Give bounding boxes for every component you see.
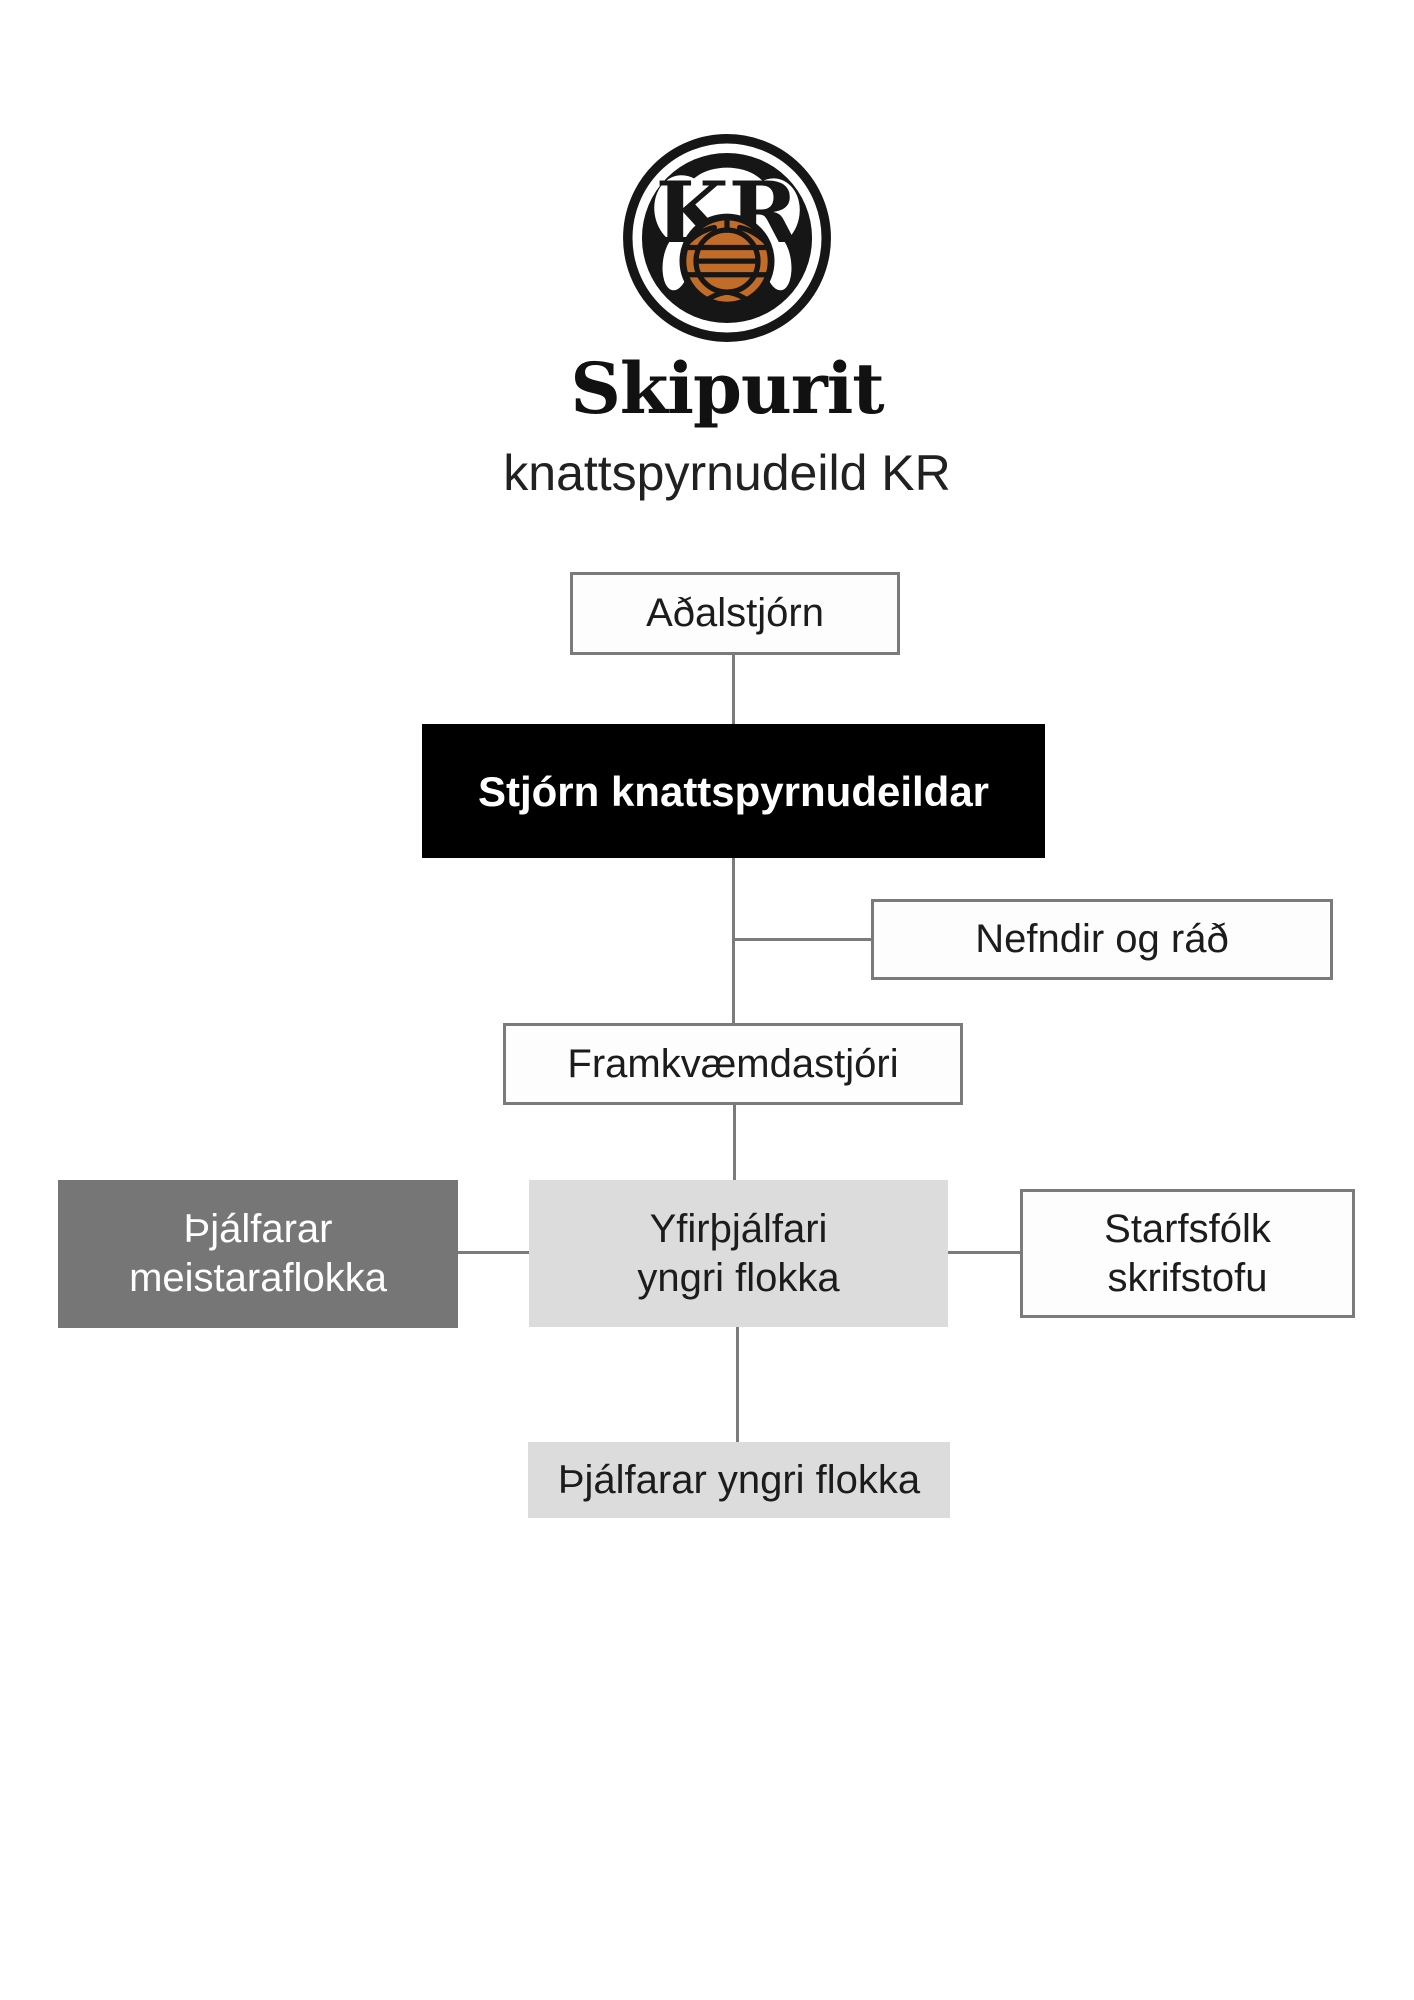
page-subtitle: knattspyrnudeild KR (503, 445, 951, 501)
org-node-thjalfarar-meistaraflokka: Þjálfarar meistaraflokka (58, 1180, 458, 1328)
org-node-yfirthjalfari-yngri-flokka: Yfirþjálfari yngri flokka (529, 1180, 948, 1327)
org-node-label: Aðalstjórn (646, 591, 824, 635)
org-node-label: Nefndir og ráð (975, 917, 1229, 961)
page-title: Skipurit (570, 347, 884, 430)
connector-yfirthjalfari-starfsfolk (947, 1251, 1021, 1254)
kr-crest-icon: KR (623, 134, 831, 342)
org-node-label: meistaraflokka (129, 1256, 387, 1300)
org-node-label: Þjálfarar yngri flokka (557, 1457, 921, 1502)
org-node-framkvaemdastjori: Framkvæmdastjóri (503, 1023, 963, 1105)
org-node-label: skrifstofu (1107, 1255, 1268, 1300)
kr-club-logo: KR (622, 133, 832, 343)
org-node-label: Stjórn knattspyrnudeildar (477, 767, 990, 815)
org-node-nefndir-og-rad: Nefndir og ráð (871, 899, 1333, 980)
org-node-label: Framkvæmdastjóri (567, 1041, 899, 1086)
connector-stjorn-nefndir (732, 938, 872, 941)
football-icon (679, 213, 775, 309)
org-node-label: yngri flokka (637, 1255, 840, 1300)
org-node-label: Yfirþjálfari (649, 1206, 828, 1251)
connector-framkvaemdastjori-yfirthjalfari (733, 1104, 736, 1181)
org-node-label: Starfsfólk (1104, 1206, 1271, 1251)
org-node-label: Þjálfarar (183, 1207, 333, 1251)
connector-yfirthjalfari-meistaraflokka (457, 1251, 530, 1254)
org-node-stjorn-knattspyrnudeildar: Stjórn knattspyrnudeildar (422, 724, 1045, 858)
connector-adalstjorn-stjorn (732, 654, 735, 724)
org-node-adalstjorn: Aðalstjórn (570, 572, 900, 655)
org-node-starfsfolk-skrifstofu: Starfsfólk skrifstofu (1020, 1189, 1355, 1318)
org-node-thjalfarar-yngri-flokka: Þjálfarar yngri flokka (528, 1442, 950, 1518)
connector-yfirthjalfari-thjalfarar-yngri (736, 1326, 739, 1443)
